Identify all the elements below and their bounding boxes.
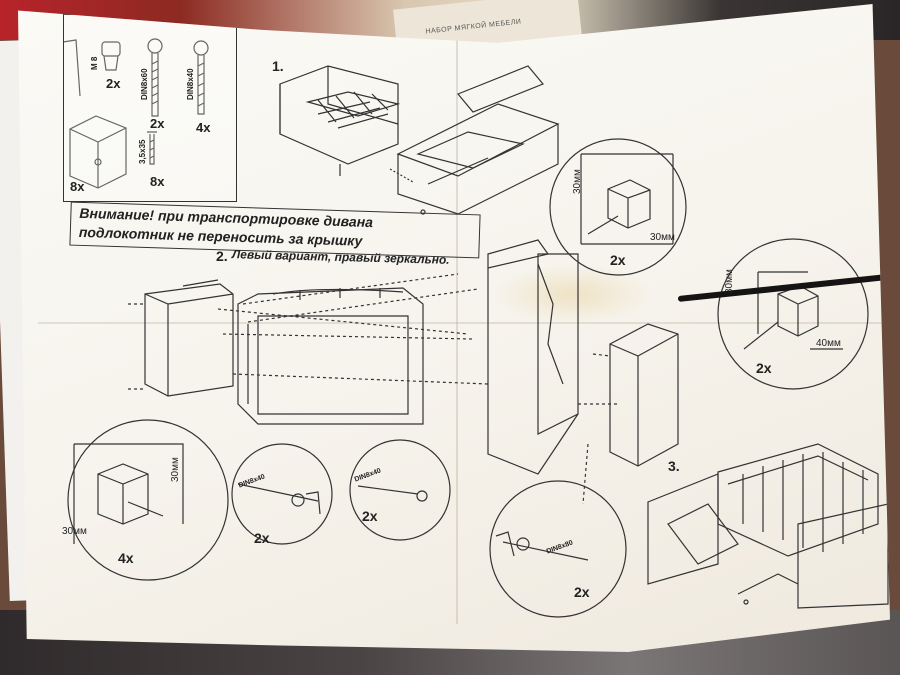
detail-circle-bolt-c [489, 480, 627, 618]
step-1-number: 1. [272, 58, 284, 74]
screw-qty: 8x [150, 174, 165, 189]
detail-top-right-meas-h: 30мм [650, 232, 675, 243]
detail-circle-top-right [549, 138, 687, 276]
detail-circle-bolt-a [231, 443, 333, 545]
fold-line-horizontal [38, 322, 890, 324]
step-3-number: 3. [668, 458, 680, 474]
detail-circle-bolt-b [349, 439, 451, 541]
hex-key-icon [62, 39, 81, 97]
nut-size: M 8 [90, 56, 99, 70]
bolt-long-size: DIN8x60 [140, 68, 149, 100]
instruction-sheet: M 8 2x DIN8x60 2x DIN8x40 4x 8x 3,5x35 8… [18, 4, 890, 652]
detail-right-qty: 2x [756, 360, 772, 376]
bolt-long-qty: 2x [150, 116, 165, 131]
bolt-short-size: DIN8x40 [186, 68, 195, 100]
foot-qty: 8x [70, 179, 85, 194]
fold-line-vertical [456, 34, 458, 624]
detail-bottom-left-meas-v: 30мм [170, 457, 181, 482]
detail-top-right-qty: 2x [610, 252, 626, 268]
screw-icon [147, 131, 157, 165]
detail-right-meas-h: 40мм [816, 338, 841, 349]
bolt-long-icon [147, 38, 163, 54]
detail-bolt-a-qty: 2x [254, 530, 270, 546]
nut-qty: 2x [106, 76, 121, 91]
foot-icon [69, 115, 127, 189]
back-paper-title: НАБОР МЯГКОЙ МЕБЕЛИ [425, 18, 522, 36]
screw-size: 3,5x35 [138, 139, 147, 164]
detail-circle-bottom-left [67, 419, 229, 581]
detail-right-meas-v: 30мм [724, 269, 735, 294]
detail-bottom-left-meas-h: 30мм [62, 526, 87, 537]
step-2-number: 2. [216, 248, 228, 264]
bolt-short-qty: 4x [196, 120, 211, 135]
detail-top-right-meas-v: 30мм [572, 169, 583, 194]
detail-bottom-left-qty: 4x [118, 550, 134, 566]
assembly-drawings [62, 38, 889, 618]
nut-icon [101, 41, 121, 57]
detail-bolt-b-qty: 2x [362, 508, 378, 524]
detail-circle-right [717, 238, 869, 390]
detail-bolt-c-qty: 2x [574, 584, 590, 600]
bolt-short-icon [193, 40, 209, 56]
parts-list-box [63, 14, 237, 202]
